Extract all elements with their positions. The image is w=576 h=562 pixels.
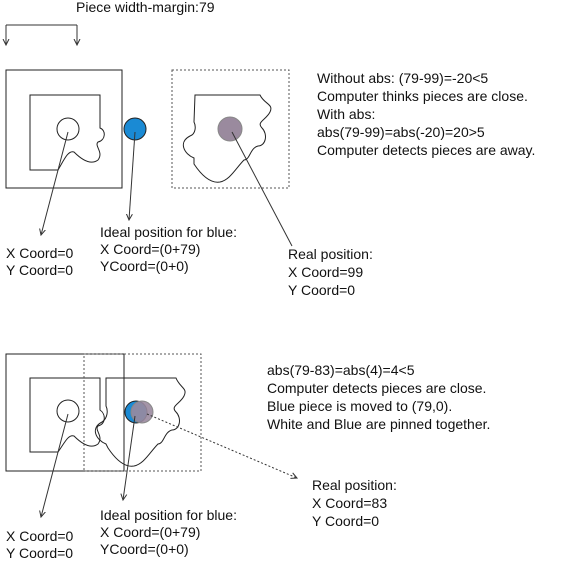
pointer-lines-1 (41, 131, 293, 247)
note-1-line-2: Computer thinks pieces are close. (317, 88, 528, 104)
width-margin-label: Piece width-margin:79 (76, 0, 215, 15)
blue-piece-1-real (171, 69, 290, 189)
white-piece-1 (5, 69, 123, 189)
white-piece-2-center-marker (56, 399, 80, 423)
note-1-line-4: abs(79-99)=abs(-20)=20>5 (317, 124, 485, 140)
blue-piece-2-snapped (83, 353, 202, 472)
ideal-position-title-2: Ideal position for blue: (100, 507, 237, 523)
white-coord-y-2: Y Coord=0 (6, 545, 74, 561)
pointer-lines-2 (41, 413, 297, 517)
note-1-line-1: Without abs: (79-99)=-20<5 (317, 70, 489, 86)
real-position-y-1: Y Coord=0 (288, 282, 356, 298)
note-1-line-5: Computer detects pieces are away. (317, 142, 536, 158)
white-coord-x-2: X Coord=0 (6, 528, 74, 544)
white-coord-x-1: X Coord=0 (6, 245, 74, 261)
real-position-y-2: Y Coord=0 (312, 513, 380, 529)
note-2-line-2: Computer detects pieces are close. (267, 380, 487, 396)
ideal-position-title-1: Ideal position for blue: (100, 224, 237, 240)
note-2-line-3: Blue piece is moved to (79,0). (267, 398, 453, 414)
real-position-x-2: X Coord=83 (312, 495, 388, 511)
width-bracket (6, 24, 77, 45)
ideal-position-x-1: X Coord=(0+79) (100, 241, 201, 257)
white-piece-1-center-marker (56, 117, 80, 141)
note-2-line-1: abs(79-83)=abs(4)=4<5 (267, 362, 415, 378)
gray-piece-2-marker (130, 400, 154, 424)
note-2-line-4: White and Blue are pinned together. (267, 416, 491, 432)
ideal-position-y-2: YCoord=(0+0) (100, 541, 189, 557)
gray-piece-1-marker (217, 116, 243, 142)
real-position-title-1: Real position: (288, 246, 373, 262)
white-coord-y-1: Y Coord=0 (6, 262, 74, 278)
note-1-line-3: With abs: (317, 106, 376, 122)
blue-piece-1-marker (123, 117, 147, 141)
ideal-position-y-1: YCoord=(0+0) (100, 258, 189, 274)
real-position-x-1: X Coord=99 (288, 264, 364, 280)
real-position-title-2: Real position: (312, 477, 397, 493)
ideal-position-x-2: X Coord=(0+79) (100, 524, 201, 540)
